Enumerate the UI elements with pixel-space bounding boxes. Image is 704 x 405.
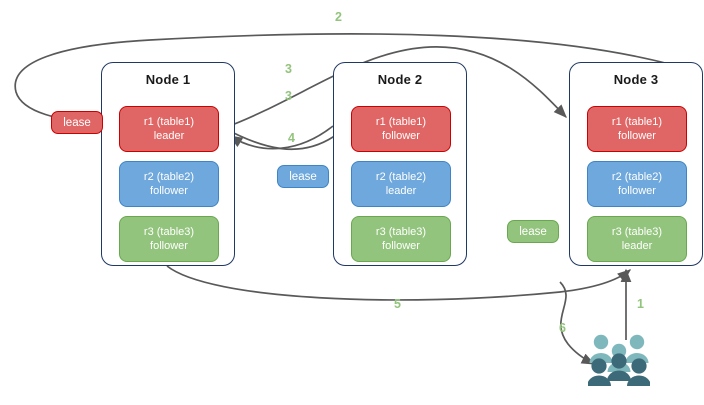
- people-front-row: [588, 353, 650, 386]
- replica-r2[interactable]: r2 (table2) follower: [119, 161, 219, 207]
- step-label-3-lower: 3: [285, 89, 292, 103]
- replica-role: follower: [150, 240, 188, 252]
- node-title: Node 3: [613, 72, 659, 87]
- replica-name: r2 (table2): [143, 171, 195, 183]
- replica-name: r3 (table3): [611, 226, 663, 238]
- step-label-3-upper: 3: [285, 62, 292, 76]
- replica-name: r1 (table1): [375, 116, 427, 128]
- node-title: Node 2: [377, 72, 423, 87]
- replica-role: leader: [385, 185, 417, 197]
- replica-r1[interactable]: r1 (table1) follower: [587, 106, 687, 152]
- step-label-5: 5: [394, 297, 401, 311]
- replica-role: follower: [618, 130, 656, 142]
- replica-r2[interactable]: r2 (table2) follower: [587, 161, 687, 207]
- step-label-1: 1: [637, 297, 644, 311]
- replica-name: r2 (table2): [611, 171, 663, 183]
- lease-badge-node1[interactable]: lease: [51, 111, 103, 134]
- replica-r1[interactable]: r1 (table1) leader: [119, 106, 219, 152]
- edge-3-upper: [223, 46, 567, 129]
- replica-name: r2 (table2): [375, 171, 427, 183]
- step-label-6: 6: [559, 321, 566, 335]
- replica-r3[interactable]: r3 (table3) leader: [587, 216, 687, 262]
- replica-name: r3 (table3): [143, 226, 195, 238]
- replica-name: r1 (table1): [143, 116, 195, 128]
- replica-name: r3 (table3): [375, 226, 427, 238]
- replica-role: follower: [150, 185, 188, 197]
- replica-name: r1 (table1): [611, 116, 663, 128]
- edge-4: [228, 125, 334, 150]
- node-title: Node 1: [145, 72, 191, 87]
- replica-r3[interactable]: r3 (table3) follower: [351, 216, 451, 262]
- replica-r2[interactable]: r2 (table2) leader: [351, 161, 451, 207]
- edge-5: [166, 265, 632, 301]
- clients-people-icon: [588, 334, 650, 386]
- step-label-2: 2: [335, 10, 342, 24]
- lease-badge-node2[interactable]: lease: [277, 165, 329, 188]
- replica-role: follower: [382, 130, 420, 142]
- lease-badge-node3[interactable]: lease: [507, 220, 559, 243]
- edge-6: [559, 281, 596, 365]
- node-container-2[interactable]: Node 2 r1 (table1) follower r2 (table2) …: [333, 62, 467, 266]
- edge-2: [14, 33, 701, 128]
- replica-role: leader: [153, 130, 185, 142]
- replica-r1[interactable]: r1 (table1) follower: [351, 106, 451, 152]
- replica-role: follower: [618, 185, 656, 197]
- node-container-1[interactable]: Node 1 r1 (table1) leader r2 (table2) fo…: [101, 62, 235, 266]
- replica-role: follower: [382, 240, 420, 252]
- replica-role: leader: [621, 240, 653, 252]
- step-label-4: 4: [288, 131, 295, 145]
- replica-r3[interactable]: r3 (table3) follower: [119, 216, 219, 262]
- node-container-3[interactable]: Node 3 r1 (table1) follower r2 (table2) …: [569, 62, 703, 266]
